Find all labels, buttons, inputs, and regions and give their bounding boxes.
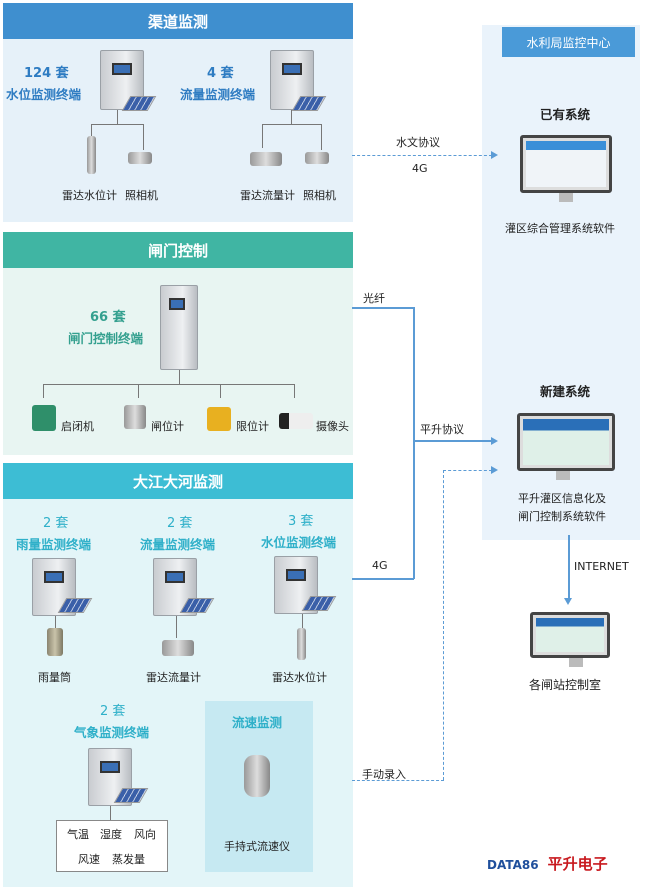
camera-icon (279, 413, 313, 429)
logo: DATA86 平升电子 (487, 853, 608, 874)
device-label: 手持式流速仪 (224, 840, 290, 853)
weather-item: 气温 (67, 828, 89, 841)
link-label: 手动录入 (362, 768, 406, 781)
terminal-name: 流量监测终端 (180, 87, 256, 102)
weather-items-box (56, 820, 168, 872)
gate-cabinet-icon (160, 285, 198, 370)
terminal-name: 流量监测终端 (140, 537, 216, 552)
sensor-label: 雷达水位计 (62, 189, 117, 202)
gate-title: 闸门控制 (3, 232, 353, 268)
count: 66 套 (90, 310, 126, 325)
radar-level-icon (297, 628, 306, 660)
river-title: 大江大河监测 (3, 463, 353, 499)
radar-level-icon (87, 136, 96, 174)
link-label: 光纤 (363, 292, 385, 305)
link-label: 4G (372, 559, 388, 572)
weather-item: 风向 (134, 828, 156, 841)
device-label: 摄像头 (316, 420, 349, 433)
canal-title: 渠道监测 (3, 3, 353, 39)
weather-item: 风速 (78, 853, 100, 866)
center-title: 水利局监控中心 (502, 27, 635, 57)
terminal-name: 闸门控制终端 (68, 331, 144, 346)
count: 124 套 (24, 66, 69, 81)
count: 2 套 (167, 516, 193, 531)
count: 3 套 (288, 514, 314, 529)
sensor-label: 照相机 (125, 189, 158, 202)
terminal-name: 雨量监测终端 (16, 537, 92, 552)
station-caption: 各闸站控制室 (529, 678, 602, 692)
monitor-icon (530, 612, 610, 667)
new-system-title: 新建系统 (540, 384, 591, 399)
weather-item: 湿度 (100, 828, 122, 841)
sensor-label: 雷达水位计 (272, 671, 327, 684)
camera-icon (305, 152, 329, 164)
terminal-name: 水位监测终端 (261, 535, 337, 550)
canal-panel: 渠道监测 (3, 3, 353, 222)
monitor-icon (517, 413, 615, 480)
logo-en: DATA86 (487, 858, 539, 872)
sensor-label: 雷达流量计 (146, 671, 201, 684)
monitor-icon (520, 135, 612, 202)
terminal-cabinet-icon (100, 50, 144, 110)
link-label: 水文协议 (396, 136, 440, 149)
limit-switch-icon (207, 407, 231, 431)
sensor-label: 照相机 (303, 189, 336, 202)
logo-cn: 平升电子 (547, 855, 608, 873)
velocity-title: 流速监测 (232, 715, 283, 730)
radar-flow-icon (250, 152, 282, 166)
sensor-label: 雨量筒 (38, 671, 71, 684)
new-system-caption: 闸门控制系统软件 (518, 510, 606, 523)
terminal-name: 水位监测终端 (6, 87, 82, 102)
count: 2 套 (100, 704, 126, 719)
link-label: 平升协议 (420, 423, 464, 436)
weather-item: 蒸发量 (112, 853, 145, 866)
existing-system-caption: 灌区综合管理系统软件 (505, 222, 615, 235)
terminal-name: 气象监测终端 (74, 725, 150, 740)
velocity-meter-icon (244, 755, 270, 797)
new-system-caption: 平升灌区信息化及 (518, 492, 606, 505)
count: 2 套 (43, 516, 69, 531)
link-label: 4G (412, 162, 428, 175)
count: 4 套 (207, 66, 234, 81)
device-label: 限位计 (236, 420, 269, 433)
sensor-label: 雷达流量计 (240, 189, 295, 202)
device-label: 启闭机 (61, 420, 94, 433)
gate-position-icon (124, 405, 146, 429)
existing-system-title: 已有系统 (540, 107, 591, 122)
device-label: 闸位计 (151, 420, 184, 433)
camera-icon (128, 152, 152, 164)
hoist-icon (32, 405, 56, 431)
rain-gauge-icon (47, 628, 63, 656)
link-label: INTERNET (574, 560, 629, 573)
radar-flow-icon (162, 640, 194, 656)
